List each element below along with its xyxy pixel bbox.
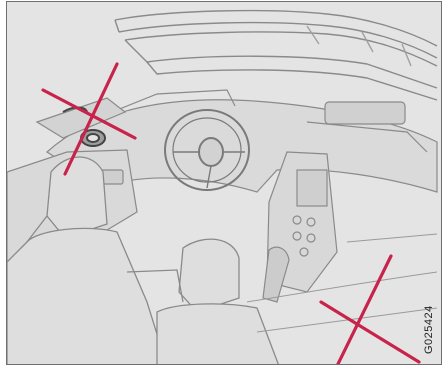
figure-code: G025424 <box>423 305 435 354</box>
illustration-frame: G025424 <box>6 1 442 365</box>
car-interior-drawing <box>7 2 442 365</box>
